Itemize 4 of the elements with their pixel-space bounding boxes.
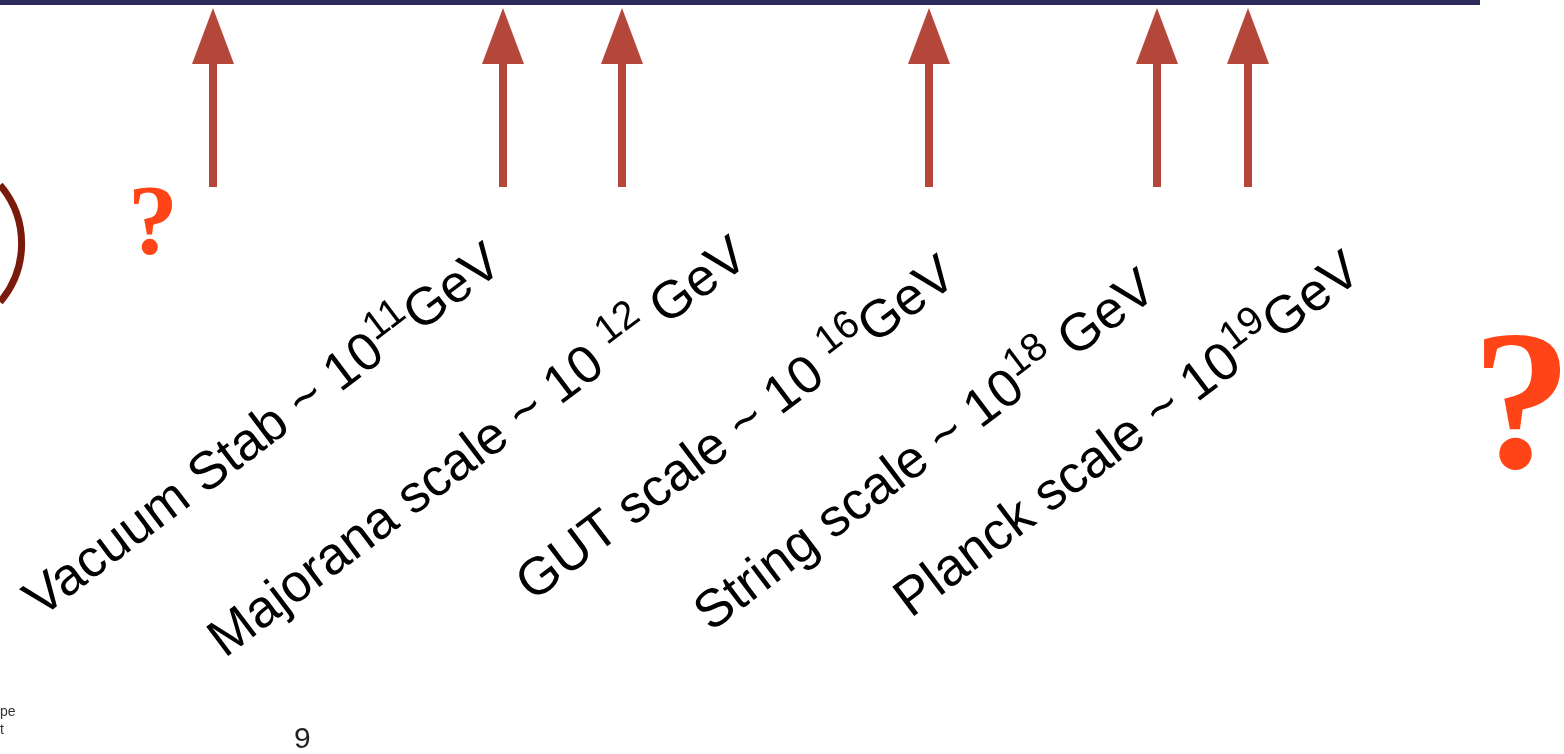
page-number: 9 bbox=[294, 722, 311, 754]
note-text: t bbox=[0, 721, 4, 737]
question-mark: ? bbox=[128, 170, 178, 270]
note-text: pe bbox=[0, 703, 16, 719]
